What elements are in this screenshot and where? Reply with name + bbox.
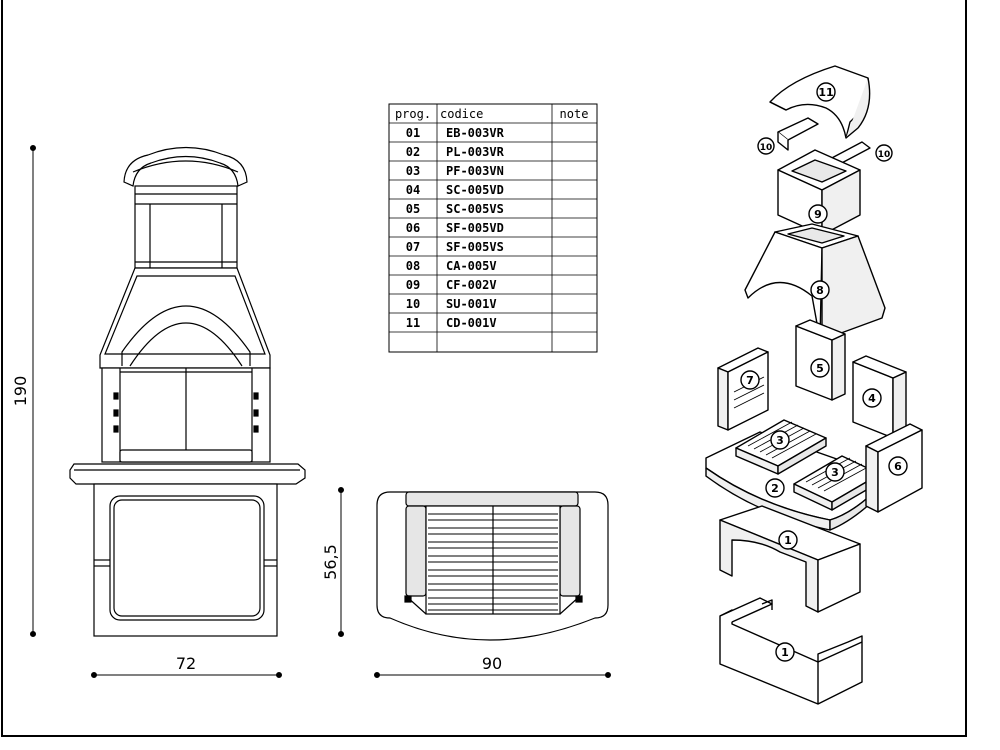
table-row-prog: 04 bbox=[406, 183, 420, 197]
part-label-2 bbox=[765, 478, 785, 498]
part-number-1: 1 bbox=[781, 646, 789, 659]
part-number-8: 8 bbox=[816, 284, 824, 297]
table-row-code: CA-005V bbox=[446, 259, 497, 273]
table-row-prog: 10 bbox=[406, 297, 420, 311]
exploded-view bbox=[705, 65, 923, 705]
part-number-6: 6 bbox=[894, 460, 902, 473]
part-number-7: 7 bbox=[746, 374, 754, 387]
part-7-panel bbox=[717, 347, 769, 431]
table-header-prog: prog. bbox=[395, 107, 431, 121]
front-chimney bbox=[134, 185, 238, 269]
table-row-code: SF-005VD bbox=[446, 221, 504, 235]
sheet-frame bbox=[1, 0, 967, 737]
dimension-height-total bbox=[30, 145, 36, 637]
part-8-hood bbox=[744, 223, 886, 341]
table-row-prog: 03 bbox=[406, 164, 420, 178]
table-header-code: codice bbox=[440, 107, 483, 121]
dimension-width-top bbox=[374, 672, 611, 678]
table-row-code: PF-003VN bbox=[446, 164, 504, 178]
top-view bbox=[376, 491, 609, 641]
dimension-width-front bbox=[91, 672, 282, 678]
part-label-5 bbox=[810, 358, 830, 378]
table-row-prog: 06 bbox=[406, 221, 420, 235]
part-label-3-b bbox=[825, 462, 845, 482]
front-view bbox=[69, 146, 306, 637]
table-row-code: CD-001V bbox=[446, 316, 497, 330]
front-roof-cap bbox=[123, 146, 248, 187]
table-row-code: SC-005VD bbox=[446, 183, 504, 197]
front-counter bbox=[69, 463, 306, 485]
top-view-grill-bars bbox=[428, 513, 558, 611]
table-row-prog: 11 bbox=[406, 316, 420, 330]
part-label-7 bbox=[740, 370, 760, 390]
part-label-8 bbox=[810, 280, 830, 300]
part-number-10: 10 bbox=[878, 150, 891, 160]
part-label-9 bbox=[808, 204, 828, 224]
part-number-3: 3 bbox=[776, 434, 784, 447]
table-row-prog: 02 bbox=[406, 145, 420, 159]
table-row-prog: 01 bbox=[406, 126, 420, 140]
part-number-10: 10 bbox=[760, 143, 773, 153]
table-row-prog: 05 bbox=[406, 202, 420, 216]
label-height-total: 190 bbox=[11, 376, 30, 407]
part-number-3: 3 bbox=[831, 466, 839, 479]
table-row-prog: 07 bbox=[406, 240, 420, 254]
table-row-code: SU-001V bbox=[446, 297, 497, 311]
part-label-10-right bbox=[875, 144, 893, 162]
part-label-11 bbox=[816, 82, 836, 102]
part-11-cap bbox=[769, 65, 871, 139]
part-label-4 bbox=[862, 388, 882, 408]
part-label-1-a bbox=[778, 530, 798, 550]
table-row-code: CF-002V bbox=[446, 278, 497, 292]
front-hood bbox=[99, 267, 271, 369]
label-height-base: 56,5 bbox=[321, 544, 340, 580]
table-row-prog: 09 bbox=[406, 278, 420, 292]
part-number-1: 1 bbox=[784, 534, 792, 547]
label-width-top: 90 bbox=[482, 654, 502, 673]
part-number-5: 5 bbox=[816, 362, 824, 375]
table-row-prog: 08 bbox=[406, 259, 420, 273]
part-number-4: 4 bbox=[868, 392, 876, 405]
label-width-front: 72 bbox=[176, 654, 196, 673]
part-label-6 bbox=[888, 456, 908, 476]
table-row-code: SC-005VS bbox=[446, 202, 504, 216]
table-header-note: note bbox=[560, 107, 589, 121]
part-label-3-a bbox=[770, 430, 790, 450]
part-number-11: 11 bbox=[818, 86, 833, 99]
part-4-panel bbox=[852, 355, 907, 439]
part-number-2: 2 bbox=[771, 482, 779, 495]
front-hood-arch bbox=[121, 305, 251, 366]
part-labels bbox=[740, 82, 908, 662]
table-row-code: EB-003VR bbox=[446, 126, 505, 140]
front-roof-inner bbox=[132, 160, 239, 173]
table-row-code: PL-003VR bbox=[446, 145, 505, 159]
parts-table: prog. codice note 01 EB-003VR 02 PL-003V… bbox=[388, 103, 598, 353]
table-row-code: SF-005VS bbox=[446, 240, 504, 254]
part-number-9: 9 bbox=[814, 208, 822, 221]
part-label-1-b bbox=[775, 642, 795, 662]
part-10-bar-left bbox=[777, 117, 819, 141]
part-label-10-left bbox=[757, 137, 775, 155]
dimension-height-base bbox=[338, 487, 344, 637]
